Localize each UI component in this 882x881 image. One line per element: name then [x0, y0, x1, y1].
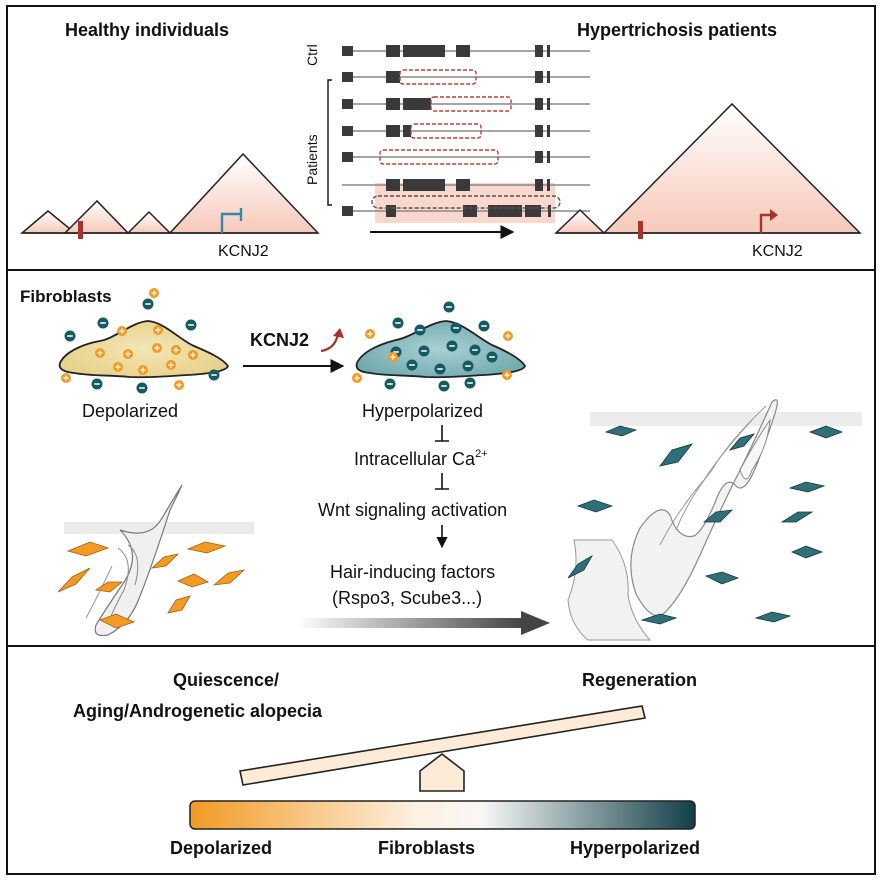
left-state-line2: Aging/Androgenetic alopecia: [73, 701, 323, 721]
skin-regenerating: [567, 399, 862, 641]
patient-tad-landscape: KCNJ2: [554, 102, 862, 260]
right-state-label: Regeneration: [582, 670, 697, 690]
patients-label: Patients: [304, 134, 320, 185]
bar-label-left: Depolarized: [170, 838, 272, 858]
promoter-inactive-icon: [220, 212, 241, 233]
panel-genomic: Healthy individuals Hypertrichosis patie…: [19, 20, 862, 260]
left-state-line1: Quiescence/: [173, 670, 279, 690]
right-cell-label: Hyperpolarized: [362, 401, 483, 421]
step-calcium-sup: 2+: [475, 448, 488, 460]
enhancer-mark-left: [78, 221, 83, 239]
healthy-tad-landscape: KCNJ2: [19, 152, 320, 260]
gene-tracks: Ctrl Patients: [304, 44, 590, 239]
step-wnt: Wnt signaling activation: [318, 500, 507, 520]
ctrl-label: Ctrl: [304, 44, 320, 66]
section-title: Fibroblasts: [20, 287, 112, 306]
step-calcium: Intracellular Ca: [354, 449, 476, 469]
bar-label-center: Fibroblasts: [378, 838, 475, 858]
arrow-gene-label: KCNJ2: [250, 330, 309, 350]
left-title: Healthy individuals: [65, 20, 229, 40]
seesaw: [239, 705, 646, 792]
enhancer-mark-right: [638, 221, 643, 239]
step-factors: Hair-inducing factors: [330, 562, 495, 582]
bar-label-right: Hyperpolarized: [570, 838, 700, 858]
left-cell-label: Depolarized: [82, 401, 178, 421]
depolarized-cell: Depolarized: [58, 287, 230, 421]
gene-label-right: KCNJ2: [752, 243, 803, 260]
signaling-cascade: Intracellular Ca2+ Wnt signaling activat…: [318, 425, 507, 608]
inhibition-icon: [435, 425, 449, 442]
figure-frame: [6, 5, 876, 875]
upregulation-icon: [320, 333, 340, 353]
skin-quiescent: [57, 484, 254, 637]
minus-ion-icon: [141, 297, 155, 311]
polarization-gradient-bar: [189, 800, 696, 830]
promoter-active-icon: [759, 213, 772, 233]
step-factors-examples: (Rspo3, Scube3...): [332, 588, 482, 608]
hyperpolarized-cell: Hyperpolarized: [351, 300, 526, 421]
right-title: Hypertrichosis patients: [577, 20, 777, 40]
panel-fibroblast: Fibroblasts Depolarized KCNJ2 Hyperpolar…: [20, 287, 862, 641]
svg-text:Intracellular Ca2+: Intracellular Ca2+: [354, 448, 488, 469]
gene-label-left: KCNJ2: [218, 243, 269, 260]
panel-balance: Quiescence/ Aging/Androgenetic alopecia …: [73, 670, 700, 858]
progression-arrow: [297, 611, 550, 635]
plus-ion-icon: [116, 325, 128, 337]
